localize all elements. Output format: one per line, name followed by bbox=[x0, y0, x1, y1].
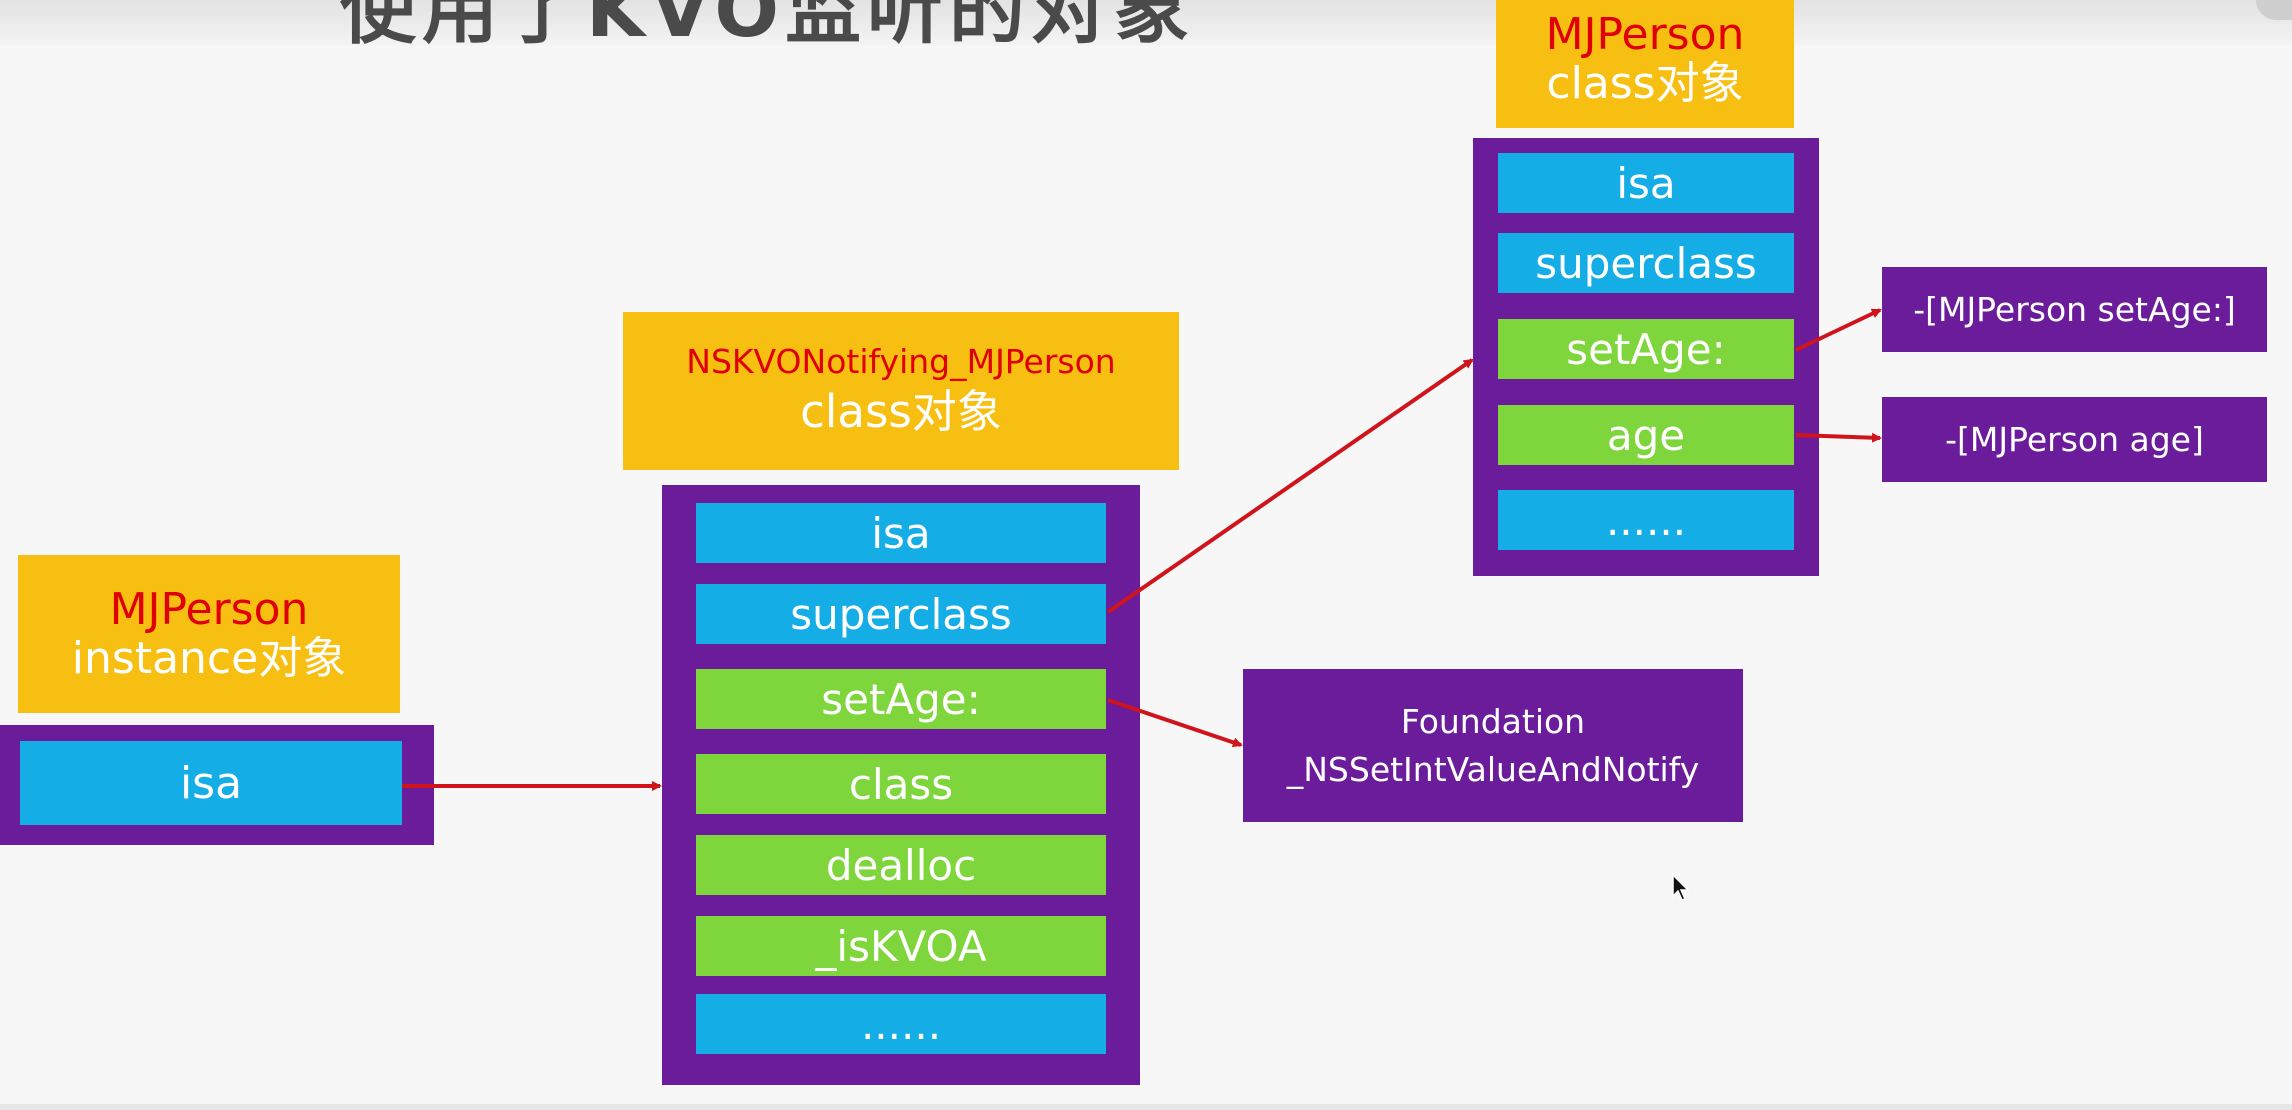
person-class-label: MJPerson class对象 bbox=[1496, 0, 1794, 128]
person-class-object-caption: class对象 bbox=[1546, 58, 1744, 109]
instance-object-caption: instance对象 bbox=[71, 633, 347, 684]
kvo-class-label: NSKVONotifying_MJPerson class对象 bbox=[623, 312, 1179, 470]
kvo-class-object-box: isa superclass setAge: class dealloc _is… bbox=[662, 485, 1140, 1085]
instance-isa-slot: isa bbox=[20, 741, 402, 825]
foundation-impl-box: Foundation _NSSetIntValueAndNotify bbox=[1243, 669, 1743, 822]
kvo-class-method-slot: class bbox=[696, 754, 1106, 814]
kvo-dealloc-slot: dealloc bbox=[696, 835, 1106, 895]
age-impl-box: -[MJPerson age] bbox=[1882, 397, 2267, 482]
person-superclass-slot: superclass bbox=[1498, 233, 1794, 293]
slide-title: 使用了KVO监听的对象 bbox=[340, 0, 1195, 54]
person-class-object-box: isa superclass setAge: age ...... bbox=[1473, 138, 1819, 576]
person-setage-slot: setAge: bbox=[1498, 319, 1794, 379]
setage-impl-box: -[MJPerson setAge:] bbox=[1882, 267, 2267, 352]
kvo-isa-slot: isa bbox=[696, 503, 1106, 563]
mouse-pointer-icon bbox=[1672, 874, 1690, 901]
bottom-edge bbox=[0, 1104, 2292, 1110]
kvo-class-name: NSKVONotifying_MJPerson bbox=[686, 342, 1116, 382]
title-bar: 使用了KVO监听的对象 bbox=[0, 0, 2292, 54]
kvo-more-slot: ...... bbox=[696, 994, 1106, 1054]
kvo-superclass-slot: superclass bbox=[696, 584, 1106, 644]
instance-object-box: isa bbox=[0, 725, 434, 845]
person-age-slot: age bbox=[1498, 405, 1794, 465]
foundation-function-name: _NSSetIntValueAndNotify bbox=[1286, 749, 1700, 789]
setage-impl-name: -[MJPerson setAge:] bbox=[1913, 289, 2236, 329]
instance-class-name: MJPerson bbox=[109, 583, 309, 635]
window-corner bbox=[2256, 0, 2292, 20]
person-isa-slot: isa bbox=[1498, 153, 1794, 213]
kvo-class-object-caption: class对象 bbox=[800, 385, 1002, 439]
kvo-setage-slot: setAge: bbox=[696, 669, 1106, 729]
foundation-framework-name: Foundation bbox=[1400, 701, 1586, 741]
person-class-name: MJPerson bbox=[1545, 8, 1745, 60]
person-more-slot: ...... bbox=[1498, 490, 1794, 550]
age-impl-name: -[MJPerson age] bbox=[1945, 419, 2204, 459]
kvo-iskvoa-slot: _isKVOA bbox=[696, 916, 1106, 976]
instance-label: MJPerson instance对象 bbox=[18, 555, 400, 713]
